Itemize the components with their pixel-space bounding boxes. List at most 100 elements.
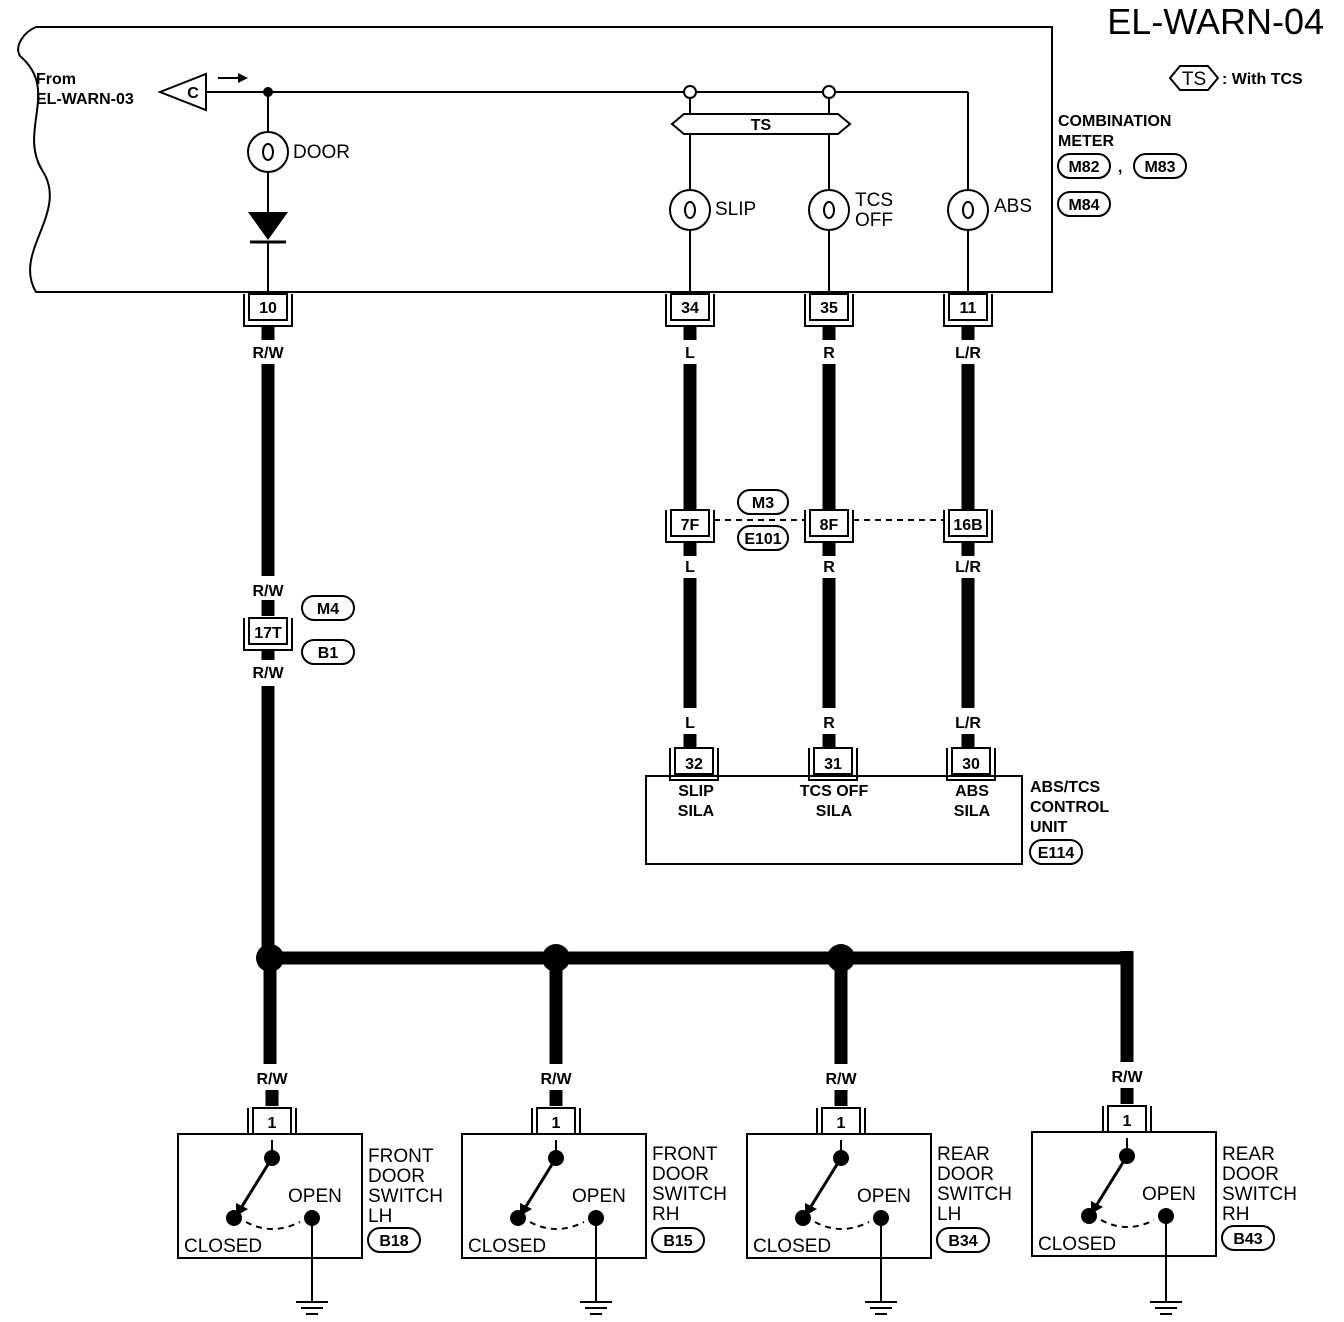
switch-name-line4: LH [937,1204,961,1225]
joint-pin-8f-label: 8F [820,517,839,534]
wire-label-abs-mid: L/R [955,559,981,576]
terminal-slip-line2: SILA [678,803,715,820]
control-unit-pin-32-label: 32 [685,756,703,773]
switch-name-line4: RH [652,1204,679,1225]
switch-closed-label: CLOSED [468,1236,546,1257]
connector-c-triangle [157,72,207,112]
switch-name-line1: FRONT [652,1144,718,1165]
control-unit-pin-30-label: 30 [962,756,980,773]
connector-code-b15: B15 [663,1233,692,1250]
ts-legend-text: : With TCS [1222,71,1303,88]
switch-name-line3: SWITCH [1222,1184,1297,1205]
wire-label-slip-mid: L [685,559,695,576]
meter-pin-11-label: 11 [960,300,977,317]
control-unit-label-line1: ABS/TCS [1030,779,1101,796]
ground-icon [1150,1301,1182,1315]
control-unit-pin-31-label: 31 [824,756,842,773]
connector-code-m82-shape [1057,153,1111,179]
connector-code-m3: M3 [752,495,774,512]
wire-label-tcs-bottom: R [823,715,835,732]
switch-name-line4: RH [1222,1204,1249,1225]
from-ref-line1: From [36,71,76,88]
connector-code-b1: B1 [318,645,339,662]
connector-code-shape [936,1227,990,1253]
switch-name-line2: DOOR [1222,1164,1279,1185]
wire-label-abs-bottom: L/R [955,715,981,732]
from-ref-line2: EL-WARN-03 [36,91,134,108]
ts-option-label: TS [751,117,772,134]
switch-closed-label: CLOSED [184,1236,262,1257]
wire-label-abs-top: L/R [955,345,981,362]
switch-closed-label: CLOSED [753,1236,831,1257]
connector-code-e114: E114 [1038,845,1075,862]
tcs-lamp-label-line1: TCS [855,190,893,211]
connector-code-b18: B18 [379,1233,408,1250]
terminal-abs-line2: SILA [954,803,991,820]
diagram-title: EL-WARN-04 [1107,1,1324,42]
joint-pin-7f-label: 7F [681,517,700,534]
connector-code-m83: M83 [1144,159,1175,176]
switch-wire-label: R/W [256,1071,288,1088]
control-unit-label-line2: CONTROL [1030,799,1109,816]
slip-warning-lamp-icon [669,189,711,231]
connector-code-shape [367,1227,421,1253]
terminal-tcs-line1: TCS OFF [800,783,869,800]
switch-name-line3: SWITCH [937,1184,1012,1205]
ts-option-band [670,113,852,135]
switch-open-label: OPEN [1142,1184,1196,1205]
switch-closed-label: CLOSED [1038,1234,1116,1255]
connector-code-b34: B34 [948,1233,977,1250]
ts-legend-tag: TS [1182,69,1206,90]
door-lamp-label: DOOR [293,142,350,163]
connector-code-m84-shape [1057,191,1111,217]
abs-tcs-control-unit-box [645,775,1023,865]
ts-terminal-tcs [822,85,836,99]
connector-code-m82: M82 [1068,159,1099,176]
wire-label-door-mid-below: R/W [252,665,284,682]
abs-warning-lamp-icon [947,189,989,231]
ground-icon [580,1301,612,1315]
control-unit-label-line3: UNIT [1030,819,1068,836]
ts-terminal-slip [683,85,697,99]
door-switch-front-lh: R/W 1 OPEN CLOSED FRONT DOOR SWITCH LH B… [177,1071,443,1315]
wire-label-slip-top: L [685,345,695,362]
switch-open-label: OPEN [857,1186,911,1207]
connector-code-b1-shape [301,639,355,665]
switch-pin-label: 1 [552,1115,561,1132]
connector-code-m83-shape [1133,153,1187,179]
joint-pin-17t-label: 17T [254,625,282,642]
connector-code-shape [651,1227,705,1253]
terminal-tcs-line2: SILA [816,803,853,820]
switch-open-label: OPEN [288,1186,342,1207]
switch-pin-label: 1 [1123,1113,1132,1130]
connector-code-m3-shape [737,489,789,515]
legend: TS : With TCS [1168,65,1303,91]
switch-name-line2: DOOR [937,1164,994,1185]
switch-name-line1: REAR [1222,1144,1275,1165]
connector-c-label: C [187,85,199,102]
wire-label-tcs-top: R [823,345,835,362]
switch-name-line1: FRONT [368,1146,434,1167]
meter-pin-34-label: 34 [681,300,699,317]
connector-code-shape [1221,1225,1275,1251]
switch-wire-label: R/W [825,1071,857,1088]
switch-wire-label: R/W [540,1071,572,1088]
switch-pin-label: 1 [268,1115,277,1132]
diode-icon [248,212,288,244]
wire-label-door-top: R/W [252,345,284,362]
joint-pin-16b-label: 16B [953,517,982,534]
tcs-off-warning-lamp-icon [808,189,850,231]
arrow-right-icon [218,73,248,83]
door-switch-rear-lh: R/W 1 OPEN CLOSED REAR DOOR SWITCH LH B3… [746,1071,1012,1315]
switch-name-line3: SWITCH [368,1186,443,1207]
switch-name-line1: REAR [937,1144,990,1165]
ground-icon [865,1301,897,1315]
switch-name-line2: DOOR [368,1166,425,1187]
door-warning-lamp-icon [247,131,289,173]
connector-code-m4-shape [301,595,355,621]
ts-legend-tag-shape [1168,65,1220,91]
terminal-slip-line1: SLIP [678,783,714,800]
connector-code-b43: B43 [1233,1231,1262,1248]
switch-wire-label: R/W [1111,1069,1143,1086]
